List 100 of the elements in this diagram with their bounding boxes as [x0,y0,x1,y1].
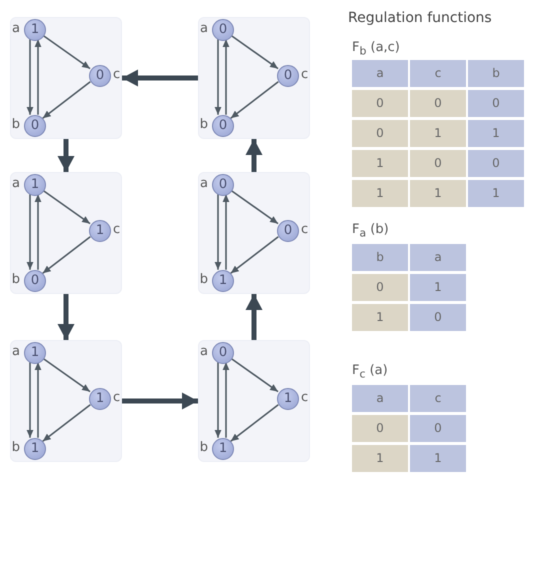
arrow [230,81,279,119]
arrow [34,39,42,115]
state-panel [198,172,310,294]
node-label: c [113,390,120,406]
arrow [222,362,230,438]
arrow [230,190,278,224]
function-label: F$_{a}$ (b) [352,222,389,240]
arrow [26,362,34,438]
state-panel [198,17,310,139]
state-circle: 1 [212,438,234,460]
state-circle: 0 [212,342,234,364]
arrow [42,81,91,119]
table-cell: 0 [410,415,466,442]
transition-arrow [122,70,198,86]
state-circle: 1 [24,342,46,364]
arrow [214,194,222,270]
arrow [26,194,34,270]
table-cell: 0 [352,120,408,147]
node-label: b [200,440,208,456]
table-cell: 0 [468,90,524,117]
node-label: a [200,344,208,360]
table-cell: 1 [468,180,524,207]
node-label: c [301,67,308,83]
function-label: F$_{b}$ (a,c) [352,40,400,58]
table-header-cell: a [410,244,466,271]
transition-arrow [246,294,262,340]
state-circle: 1 [24,19,46,41]
table-header-cell: a [352,60,408,87]
node-label: b [200,272,208,288]
function-label: F$_{c}$ (a) [352,363,388,381]
table-cell: 0 [352,274,408,301]
state-circle: 0 [277,220,299,242]
table-header-cell: c [410,60,466,87]
state-panel [10,340,122,462]
table-header-cell: b [352,244,408,271]
arrow [34,362,42,438]
table-cell: 0 [468,150,524,177]
state-circle: 0 [212,19,234,41]
arrow [230,358,278,392]
table-cell: 0 [410,90,466,117]
state-circle: 1 [24,174,46,196]
arrow [222,194,230,270]
transition-arrow [246,139,262,172]
table-cell: 1 [410,120,466,147]
state-circle: 1 [212,270,234,292]
state-circle: 1 [277,388,299,410]
state-circle: 0 [89,65,111,87]
node-label: c [113,222,120,238]
table-header-cell: c [410,385,466,412]
transition-arrow [122,392,198,410]
node-label: c [301,222,308,238]
arrow [230,236,279,274]
table-cell: 0 [352,90,408,117]
node-label: b [12,117,20,133]
state-circle: 0 [24,115,46,137]
node-label: b [12,440,20,456]
table-cell: 1 [352,150,408,177]
arrow [214,39,222,115]
table-cell: 1 [410,180,466,207]
table-cell: 1 [410,274,466,301]
table-cell: 0 [410,304,466,331]
arrow [42,190,90,224]
arrow [42,34,90,70]
transition-arrow [58,139,74,172]
table-cell: 1 [352,445,408,472]
table-cell: 1 [468,120,524,147]
arrow [230,34,278,70]
state-circle: 1 [89,388,111,410]
state-panel [10,172,122,294]
node-label: a [200,176,208,192]
arrow [34,194,42,270]
table-header-cell: a [352,385,408,412]
table-cell: 1 [410,445,466,472]
arrow [214,362,222,438]
state-circle: 0 [212,174,234,196]
state-circle: 1 [89,220,111,242]
node-label: c [301,390,308,406]
state-circle: 1 [24,438,46,460]
arrow [42,358,90,392]
table-header-cell: b [468,60,524,87]
state-circle: 0 [24,270,46,292]
table-cell: 1 [352,180,408,207]
transition-arrow [58,294,74,340]
arrow [42,236,91,274]
heading: Regulation functions [348,10,492,26]
node-label: a [12,21,20,37]
node-label: a [200,21,208,37]
arrow [222,39,230,115]
table-cell: 1 [352,304,408,331]
state-circle: 0 [277,65,299,87]
arrow [42,404,91,442]
arrow [230,404,279,442]
state-panel [10,17,122,139]
table-cell: 0 [352,415,408,442]
node-label: a [12,176,20,192]
arrow [26,39,34,115]
node-label: b [200,117,208,133]
node-label: a [12,344,20,360]
state-circle: 0 [212,115,234,137]
node-label: b [12,272,20,288]
